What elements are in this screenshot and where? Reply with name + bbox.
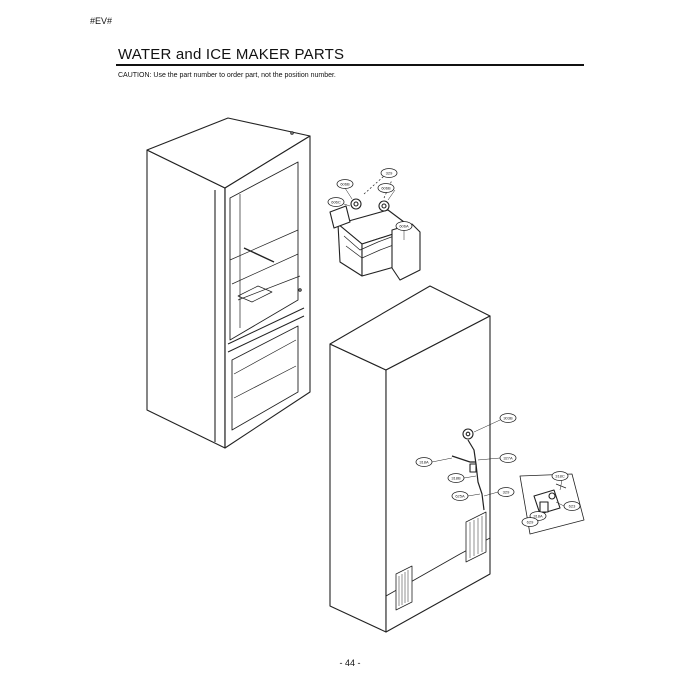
water-line-parts [451,428,485,511]
callout-numbers: 329 606B 606C 606B 606A 303B 318A 327A 3… [331,171,576,525]
callout-ice-1 [380,168,398,178]
callout-water-4-label: 318B [451,476,461,481]
leader-lines [343,187,565,507]
callout-valve-1-label: 318C [555,474,565,479]
callout-water-5-label: 625A [455,494,465,499]
cabinet-left-side [146,149,226,449]
callout-water-6-label: 329 [503,490,510,495]
water-tube [467,439,485,511]
callout-ice-5-label: 606A [399,224,409,229]
callout-ice-2 [336,179,354,189]
callout-valve-4-label: 629 [527,520,534,525]
compressor-grille [465,511,487,563]
page-number: - 44 - [339,658,361,668]
fresh-food-opening [229,161,299,341]
callout-water-1 [499,413,517,423]
ice-maker-assembly [329,175,421,281]
callout-ice-1-label: 329 [386,171,393,176]
callout-water-3-label: 327A [503,456,513,461]
callout-ice-2-label: 606B [340,182,350,187]
water-line-clamp [469,463,477,473]
ice-maker-bracket [329,205,351,229]
callout-ice-4 [377,183,395,193]
page-title: WATER and ICE MAKER PARTS [118,46,345,63]
callout-ice-4-label: 606B [381,186,391,191]
fridge-cabinet-rear [329,285,491,633]
callout-ice-3-label: 606C [331,200,341,205]
ice-maker-control-box [391,223,421,281]
callout-valve-1 [551,471,569,481]
callout-valve-4 [521,517,539,527]
callout-ice-3 [327,197,345,207]
rear-cabinet-back [385,315,491,633]
rear-grille [395,565,413,611]
rear-cabinet-left-side [329,343,387,633]
freezer-opening [231,325,299,431]
title-rule [116,64,584,66]
model-tag: #EV# [90,16,113,26]
fridge-cabinet-open [146,117,311,449]
callout-water-1-label: 303B [503,416,513,421]
callout-valve-3-label: 623 [569,504,576,509]
callout-water-2-label: 318A [419,460,429,465]
caution-note: CAUTION: Use the part number to order pa… [118,72,336,79]
callout-valve-2-label: 318A [533,514,543,519]
